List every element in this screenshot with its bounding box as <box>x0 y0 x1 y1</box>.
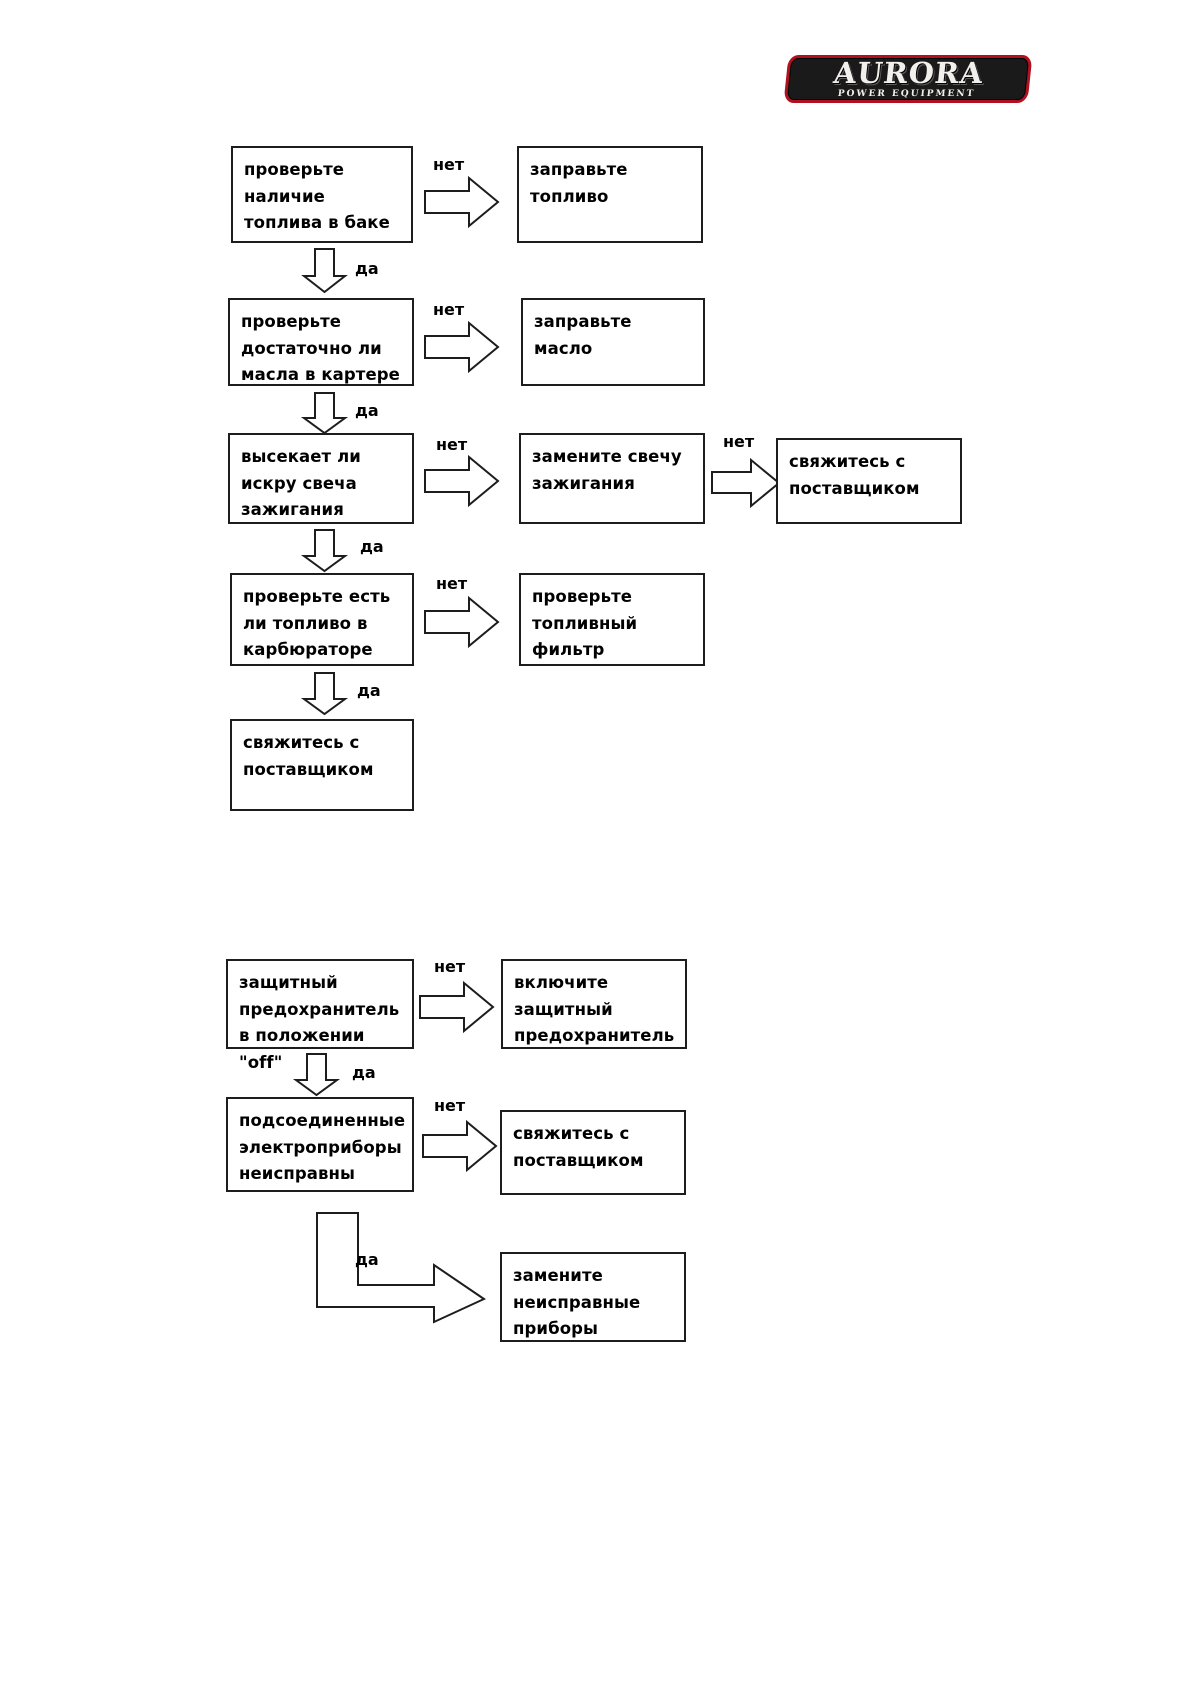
arrow-elbow-yes <box>316 1212 487 1324</box>
edge-label-yes-1: да <box>355 259 379 278</box>
logo-tagline: POWER EQUIPMENT <box>837 89 976 99</box>
arrow-down-3 <box>300 529 349 573</box>
edge-label-yes-4: да <box>357 681 381 700</box>
node-check-spark-plug: высекает ли искру свеча зажигания <box>228 433 414 524</box>
arrow-down-2 <box>300 392 349 435</box>
node-add-fuel: заправьте топливо <box>517 146 703 243</box>
arrow-down-4 <box>300 672 349 716</box>
node-contact-supplier-electrical: свяжитесь с поставщиком <box>500 1110 686 1195</box>
edge-label-yes-6: да <box>355 1250 379 1269</box>
node-appliances-faulty: подсоединенные электроприборы неисправны <box>226 1097 414 1192</box>
edge-label-no-6: нет <box>434 957 466 976</box>
arrow-right-1 <box>424 175 500 229</box>
arrow-right-2 <box>424 320 500 374</box>
node-add-oil: заправьте масло <box>521 298 705 386</box>
node-contact-supplier-spark: свяжитесь с поставщиком <box>776 438 962 524</box>
node-check-fuel-filter: проверьте топливный фильтр <box>519 573 705 666</box>
node-contact-supplier-end: свяжитесь с поставщиком <box>230 719 414 811</box>
edge-label-no-4: нет <box>723 432 755 451</box>
arrow-right-3 <box>424 454 500 508</box>
arrow-down-5 <box>292 1053 341 1097</box>
edge-label-no-5: нет <box>436 574 468 593</box>
edge-label-no-7: нет <box>434 1096 466 1115</box>
edge-label-no-1: нет <box>433 155 465 174</box>
logo-wordmark: AURORA <box>831 56 986 90</box>
node-replace-appliances: замените неисправные приборы <box>500 1252 686 1342</box>
arrow-right-5 <box>424 595 500 649</box>
node-check-fuel-carburetor: проверьте есть ли топливо в карбюраторе <box>230 573 414 666</box>
arrow-right-6 <box>419 980 495 1034</box>
node-check-oil-crankcase: проверьте достаточно ли масла в картере <box>228 298 414 386</box>
aurora-logo: AURORA POWER EQUIPMENT <box>783 55 1033 103</box>
node-replace-spark-plug: замените свечу зажигания <box>519 433 705 524</box>
arrow-right-7 <box>422 1119 498 1173</box>
node-breaker-off: защитный предохранитель в положении "off… <box>226 959 414 1072</box>
edge-label-yes-2: да <box>355 401 379 420</box>
edge-label-no-2: нет <box>433 300 465 319</box>
edge-label-yes-3: да <box>360 537 384 556</box>
edge-label-yes-5: да <box>352 1063 376 1082</box>
node-check-fuel-tank: проверьте наличие топлива в баке <box>231 146 413 243</box>
edge-label-no-3: нет <box>436 435 468 454</box>
logo-text-group: AURORA POWER EQUIPMENT <box>783 55 1032 103</box>
arrow-down-1 <box>301 248 348 294</box>
arrow-right-4 <box>711 457 781 509</box>
node-turn-on-breaker: включите защитный предохранитель <box>501 959 687 1049</box>
